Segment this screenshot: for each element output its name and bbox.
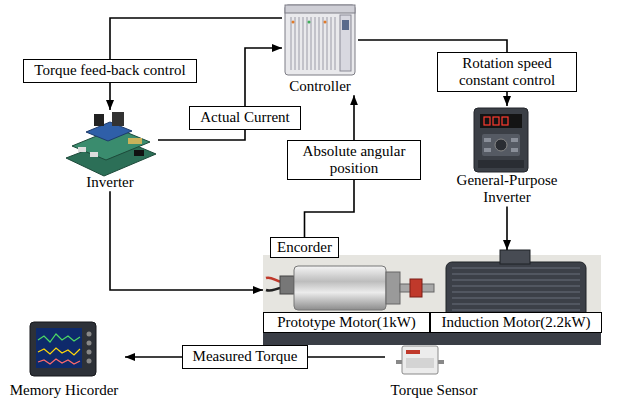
memory-hicorder-part [30,322,96,376]
memory-hicorder-part [38,359,80,364]
general-purpose-inverter-part [484,117,490,125]
motor-bench-part [294,266,386,310]
connector-arrow [506,207,508,251]
device-node: Torque Sensor [385,342,483,399]
node-label: Controller [289,78,351,95]
controller-unit-part [292,21,295,24]
torque-sensor-part [406,350,420,354]
controller-unit-part [308,21,311,24]
motor-bench [263,250,601,345]
general-purpose-inverter-part [502,117,508,125]
inverter-board-part [94,114,104,126]
edge-label: Torque feed-back control [23,59,196,82]
controller-unit-part [342,20,349,30]
inverter-board-part [86,122,132,141]
edge-label: Measured Torque [182,345,309,368]
torque-sensor [396,346,444,374]
controller-unit-part [340,15,351,71]
memory-hicorder-part [36,328,82,368]
motor-bench-part [452,268,580,310]
memory-hicorder-part [87,350,92,355]
edge-label: Rotation speed constant control [437,52,577,93]
node-label: Inverter [86,174,133,191]
controller-unit [285,5,355,75]
inverter-board-part [128,138,142,144]
general-purpose-inverter-part [474,108,528,172]
node-label: Induction Motor(2.2kW) [430,312,602,333]
controller-unit-part [285,5,355,75]
device-node: Inverter [62,110,158,191]
general-purpose-inverter-part [511,148,518,152]
inverter-board-part [134,150,144,156]
inverter-board-part [90,152,98,157]
memory-hicorder-part [38,348,80,355]
controller-unit-part [285,5,355,13]
node-label: Memory Hicorder [10,382,119,399]
memory-hicorder-part [87,332,92,337]
motor-bench-part [263,255,601,345]
general-purpose-inverter-part [484,148,491,152]
torque-sensor-part [402,346,438,374]
motor-bench-part [446,262,586,318]
controller-unit-part [324,21,327,24]
inverter-board-part [78,147,86,152]
general-purpose-inverter-part [478,160,524,168]
inverter-board-part [112,112,124,126]
node-label: General-Purpose Inverter [452,172,562,207]
memory-hicorder-part [38,334,80,342]
controller-unit-part [291,17,335,70]
memory-hicorder-part [87,341,92,346]
device-node: General-Purpose Inverter [448,106,566,207]
motor-bench-part [500,250,530,264]
connector-arrow [110,191,263,290]
general-purpose-inverter-part [493,117,499,125]
general-purpose-inverter-part [484,138,491,142]
device-node: Controller [282,2,358,95]
general-purpose-inverter-part [495,139,507,151]
general-purpose-inverter-part [482,134,520,156]
motor-bench-part [280,276,294,294]
general-purpose-inverter-part [480,114,522,128]
part-label-box: Prototype Motor(1kW) [263,262,430,333]
motor-bench-part [386,272,400,304]
general-purpose-inverter [474,108,528,172]
torque-sensor-part [406,358,434,368]
motor-bench-part [410,279,422,297]
general-purpose-inverter-part [511,138,518,142]
memory-hicorder [30,322,96,376]
device-node: Memory Hicorder [3,320,125,399]
part-label-box: Induction Motor(2.2kW) [430,250,602,333]
node-label: Encorder [270,237,339,258]
node-label: Prototype Motor(1kW) [263,312,430,333]
part-label-box: Encorder [270,237,339,258]
edge-label: Absolute angular position [287,140,421,181]
inverter-board [66,112,156,176]
edge-label: Actual Current [189,106,301,129]
node-label: Torque Sensor [391,382,478,399]
memory-hicorder-part [87,359,92,364]
